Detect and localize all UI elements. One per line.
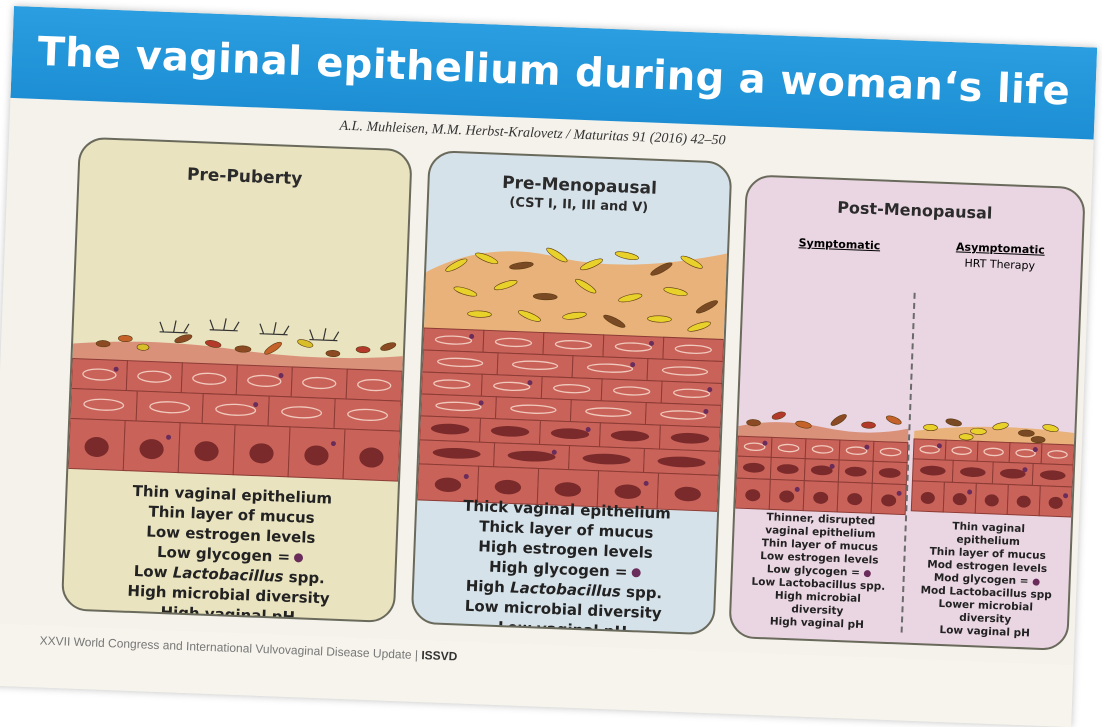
characteristics-list: Thick vaginal epitheliumThick layer of m… [412,494,717,635]
lactobacillus [923,424,937,431]
level-word: Low [498,618,532,635]
epithelial-cell [483,330,544,354]
level-word: Thin [132,482,169,501]
epithelial-cell [126,361,182,393]
microbe [174,333,193,345]
epithelial-cell [421,372,482,396]
microbe [885,414,902,426]
flagellated-bacterium [260,322,289,335]
epithelial-cell [422,350,498,375]
glycogen-dot-icon [631,568,640,577]
level-word: High [160,603,200,622]
slide: The vaginal epithelium during a woman‘s … [0,6,1097,727]
epithelial-cell [1041,444,1074,465]
epithelial-cell [268,396,335,429]
epithelial-cell [572,356,648,381]
level-word: Thin [148,503,185,522]
footer-brand: ISSVD [421,648,458,663]
glycogen-dot-icon [294,553,303,562]
microbe [356,346,370,353]
epithelial-cell [873,441,908,462]
level-word: High [489,558,529,577]
level-word: High [127,582,167,601]
microbe [380,341,397,352]
characteristic-text: vaginal pH [531,619,627,635]
panel-post-menopausal: Post-Menopausal Symptomatic Asymptomatic… [728,174,1086,651]
epithelial-cell [202,394,269,427]
microbe [263,340,283,356]
epithelial-cell [481,374,542,398]
level-word: Low [133,562,167,581]
characteristics-list: Thin vaginal epitheliumThin layer of muc… [63,478,398,623]
microbe [326,350,340,357]
epithelial-cell [497,353,573,378]
epithelial-cell [977,441,1010,462]
epithelial-cell [1009,443,1042,464]
epithelial-cell [603,335,664,359]
microbe [829,412,848,427]
epithelial-cell [601,379,662,403]
epithelial-cell [423,328,484,352]
level-word: High [478,537,518,556]
epithelial-cell [771,437,806,458]
panel-pre-puberty: Pre-Puberty Thin vaginal epitheliumThin … [61,137,413,623]
lactobacillus [945,418,962,428]
epithelial-cell [945,440,978,461]
symptomatic-list: Thinner, disruptedvaginal epitheliumThin… [735,510,903,633]
epithelial-cell [421,394,497,419]
epithelial-cell [181,363,237,395]
flagellated-bacterium [309,328,338,341]
epithelial-cell [136,391,203,424]
flagellated-bacterium [210,318,239,331]
epithelial-cell [236,365,292,397]
characteristic-text: glycogen = [190,544,290,566]
epithelial-cell [570,400,646,425]
epithelial-cell [737,436,772,457]
lactobacillus [959,433,973,440]
panel-pre-menopausal: Pre-Menopausal (CST I, II, III and V) Th… [411,150,733,635]
level-word: Thick [479,517,525,537]
flagellated-bacterium [160,320,189,333]
asymptomatic-list: Thin vaginalepitheliumThin layer of mucu… [904,519,1068,642]
epithelial-cell [839,440,874,461]
epithelial-cell [661,381,722,405]
characteristic-text: vaginal pH [199,605,295,623]
microbe [137,344,149,351]
level-word: Thick [463,497,509,517]
epithelial-cell [334,399,401,432]
epithelial-cell [346,369,402,401]
level-word: Low [157,543,191,562]
characteristic-text: spp. [283,568,325,588]
epithelial-cell [805,439,840,460]
level-word: Low [464,597,498,616]
microbe [746,419,760,426]
microbe [96,340,110,347]
epithelial-cell [663,337,724,361]
epithelial-cell [496,397,572,422]
epithelial-cell [70,388,137,421]
level-word: High [465,577,505,596]
microbe [118,335,132,342]
level-word: Low [146,522,180,541]
lactobacillus [614,250,639,261]
characteristic-text: spp. [621,583,663,603]
microbe [771,410,786,420]
epithelial-cell [541,377,602,401]
epithelial-cell [645,403,721,428]
epithelial-cell [647,359,723,384]
epithelial-cell [291,367,347,399]
lactobacillus [1031,436,1045,443]
epithelial-cell [71,359,127,391]
microbe [861,422,875,429]
glycogen-dot-icon [864,570,871,577]
glycogen-dot-icon [1032,578,1039,585]
epithelial-cell [543,333,604,357]
epithelial-cell [913,439,946,460]
characteristic-text: glycogen = [528,559,628,581]
